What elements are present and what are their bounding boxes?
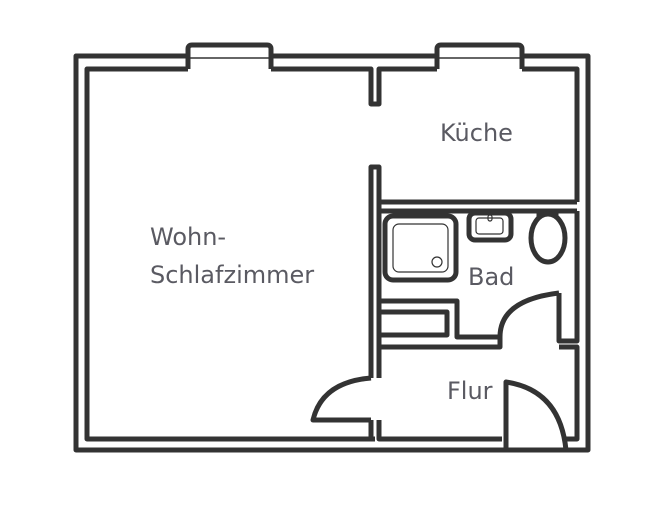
central-wall: [368, 164, 382, 378]
outer-wall-outer: [73, 53, 591, 453]
central-wall-lower-right: [376, 420, 502, 442]
room-label-wohn-line2: Schlafzimmer: [150, 261, 315, 289]
toilet: [528, 211, 568, 265]
bath-bottom-wall: [379, 298, 500, 340]
door-living-room: [310, 375, 372, 423]
room-label-kueche: Küche: [440, 119, 513, 147]
outer-wall-inner: [84, 66, 375, 442]
window-kitchen: [434, 42, 525, 69]
room-label-wohn-line1: Wohn-: [150, 223, 227, 251]
shower-tray: [382, 213, 459, 283]
bathtub-bench: [376, 309, 450, 338]
hall-right-wall: [559, 344, 580, 442]
window-living-room: [185, 42, 274, 69]
room-label-flur: Flur: [447, 377, 493, 405]
bath-right-wall: [556, 211, 580, 344]
wall-stub-top: [271, 66, 437, 107]
hall-top-wall: [379, 337, 503, 350]
door-bathroom: [497, 290, 560, 338]
room-label-bad: Bad: [468, 263, 515, 291]
outer-wall-inner-right-top: [522, 66, 580, 202]
door-entrance: [503, 379, 569, 451]
wash-basin: [466, 210, 514, 243]
